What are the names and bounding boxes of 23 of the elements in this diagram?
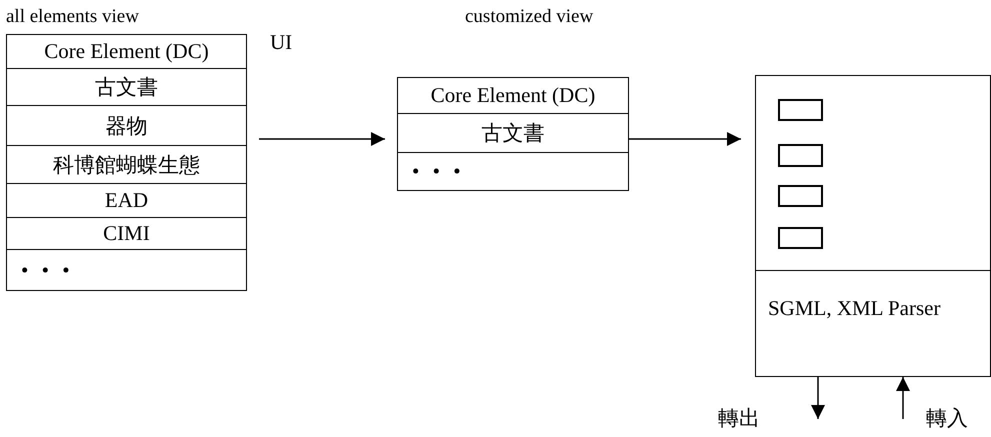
interface-label: UI [270, 30, 292, 55]
arrow [629, 132, 741, 146]
list-row: 古文書 [397, 113, 629, 153]
view-heading: all elements view [6, 6, 139, 28]
list-row: • • • [397, 152, 629, 191]
list-row: 科博館蝴蝶生態 [6, 145, 247, 184]
parser-section: SGML, XML Parser [756, 270, 991, 378]
list-row: CIMI [6, 217, 247, 250]
arrow [259, 132, 385, 146]
arrow [896, 377, 910, 419]
element-slot [778, 185, 823, 207]
list-row: • • • [6, 249, 247, 291]
list-row: Core Element (DC) [397, 77, 629, 114]
view-heading: customized view [465, 6, 594, 28]
list-row: 器物 [6, 105, 247, 146]
element-slot [778, 144, 823, 167]
arrow [811, 377, 825, 419]
list-row: Core Element (DC) [6, 34, 247, 69]
list-row: EAD [6, 183, 247, 218]
parser-panel [755, 75, 991, 377]
element-slot [778, 227, 823, 249]
element-slot [778, 99, 823, 121]
list-row: 古文書 [6, 68, 247, 106]
